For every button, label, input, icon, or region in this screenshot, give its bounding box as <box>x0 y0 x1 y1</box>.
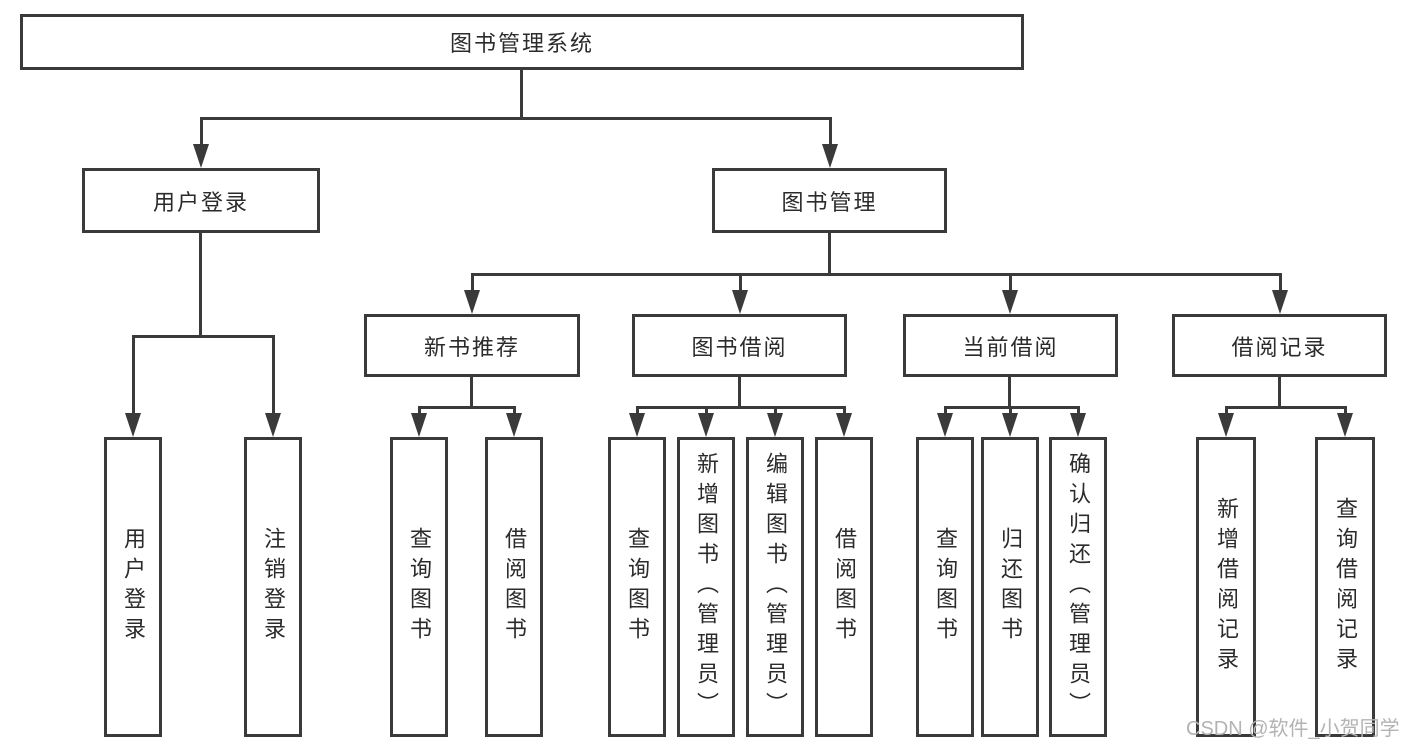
connector-arrow-down <box>1002 406 1018 437</box>
node-current-borrowing: 当前借阅 <box>903 314 1118 377</box>
connector-line <box>471 273 1282 276</box>
connector-line <box>132 335 275 338</box>
connector-arrow-down <box>698 406 714 437</box>
node-borrow-books-2: 借阅图书 <box>815 437 873 737</box>
connector-arrow-down <box>1218 406 1234 437</box>
node-return-books: 归还图书 <box>981 437 1039 737</box>
connector-line <box>418 406 516 409</box>
node-edit-books-admin: 编辑图书（管理员） <box>746 437 804 737</box>
node-book-borrowing: 图书借阅 <box>632 314 847 377</box>
connector-line <box>738 375 741 408</box>
node-logout: 注销登录 <box>244 437 302 737</box>
connector-line <box>520 68 523 118</box>
connector-arrow-down <box>937 406 953 437</box>
connector-arrow-down <box>822 117 838 168</box>
node-book-management: 图书管理 <box>712 168 947 233</box>
node-borrow-books-1: 借阅图书 <box>485 437 543 737</box>
node-query-books-3: 查询图书 <box>916 437 974 737</box>
connector-arrow-down <box>629 406 645 437</box>
connector-line <box>1278 375 1281 408</box>
connector-arrow-down <box>411 406 427 437</box>
node-query-books-2: 查询图书 <box>608 437 666 737</box>
node-add-borrow-record: 新增借阅记录 <box>1196 437 1256 737</box>
node-query-borrow-record: 查询借阅记录 <box>1315 437 1375 737</box>
connector-arrow-down <box>1002 273 1018 314</box>
connector-arrow-down <box>1272 273 1288 314</box>
connector-arrow-down <box>125 335 141 437</box>
connector-arrow-down <box>732 273 748 314</box>
node-add-books-admin: 新增图书（管理员） <box>677 437 735 737</box>
connector-arrow-down <box>506 406 522 437</box>
node-new-book-recommendation: 新书推荐 <box>364 314 580 377</box>
connector-line <box>470 375 473 408</box>
connector-arrow-down <box>1070 406 1086 437</box>
node-user-login: 用户登录 <box>104 437 162 737</box>
connector-line <box>944 406 1080 409</box>
connector-arrow-down <box>464 273 480 314</box>
node-user-login-group: 用户登录 <box>82 168 320 233</box>
connector-line <box>199 231 202 337</box>
node-borrowing-records: 借阅记录 <box>1172 314 1387 377</box>
node-query-books-1: 查询图书 <box>390 437 448 737</box>
connector-arrow-down <box>836 406 852 437</box>
connector-arrow-down <box>265 335 281 437</box>
connector-line <box>1225 406 1347 409</box>
connector-arrow-down <box>767 406 783 437</box>
connector-line <box>1008 375 1011 408</box>
node-confirm-return-admin: 确认归还（管理员） <box>1049 437 1107 737</box>
node-library-management-system: 图书管理系统 <box>20 14 1024 70</box>
connector-arrow-down <box>1337 406 1353 437</box>
csdn-watermark: CSDN @软件_小贺同学 <box>1186 718 1400 740</box>
connector-line <box>636 406 846 409</box>
connector-line <box>200 117 831 120</box>
connector-line <box>828 231 831 275</box>
connector-arrow-down <box>193 117 209 168</box>
